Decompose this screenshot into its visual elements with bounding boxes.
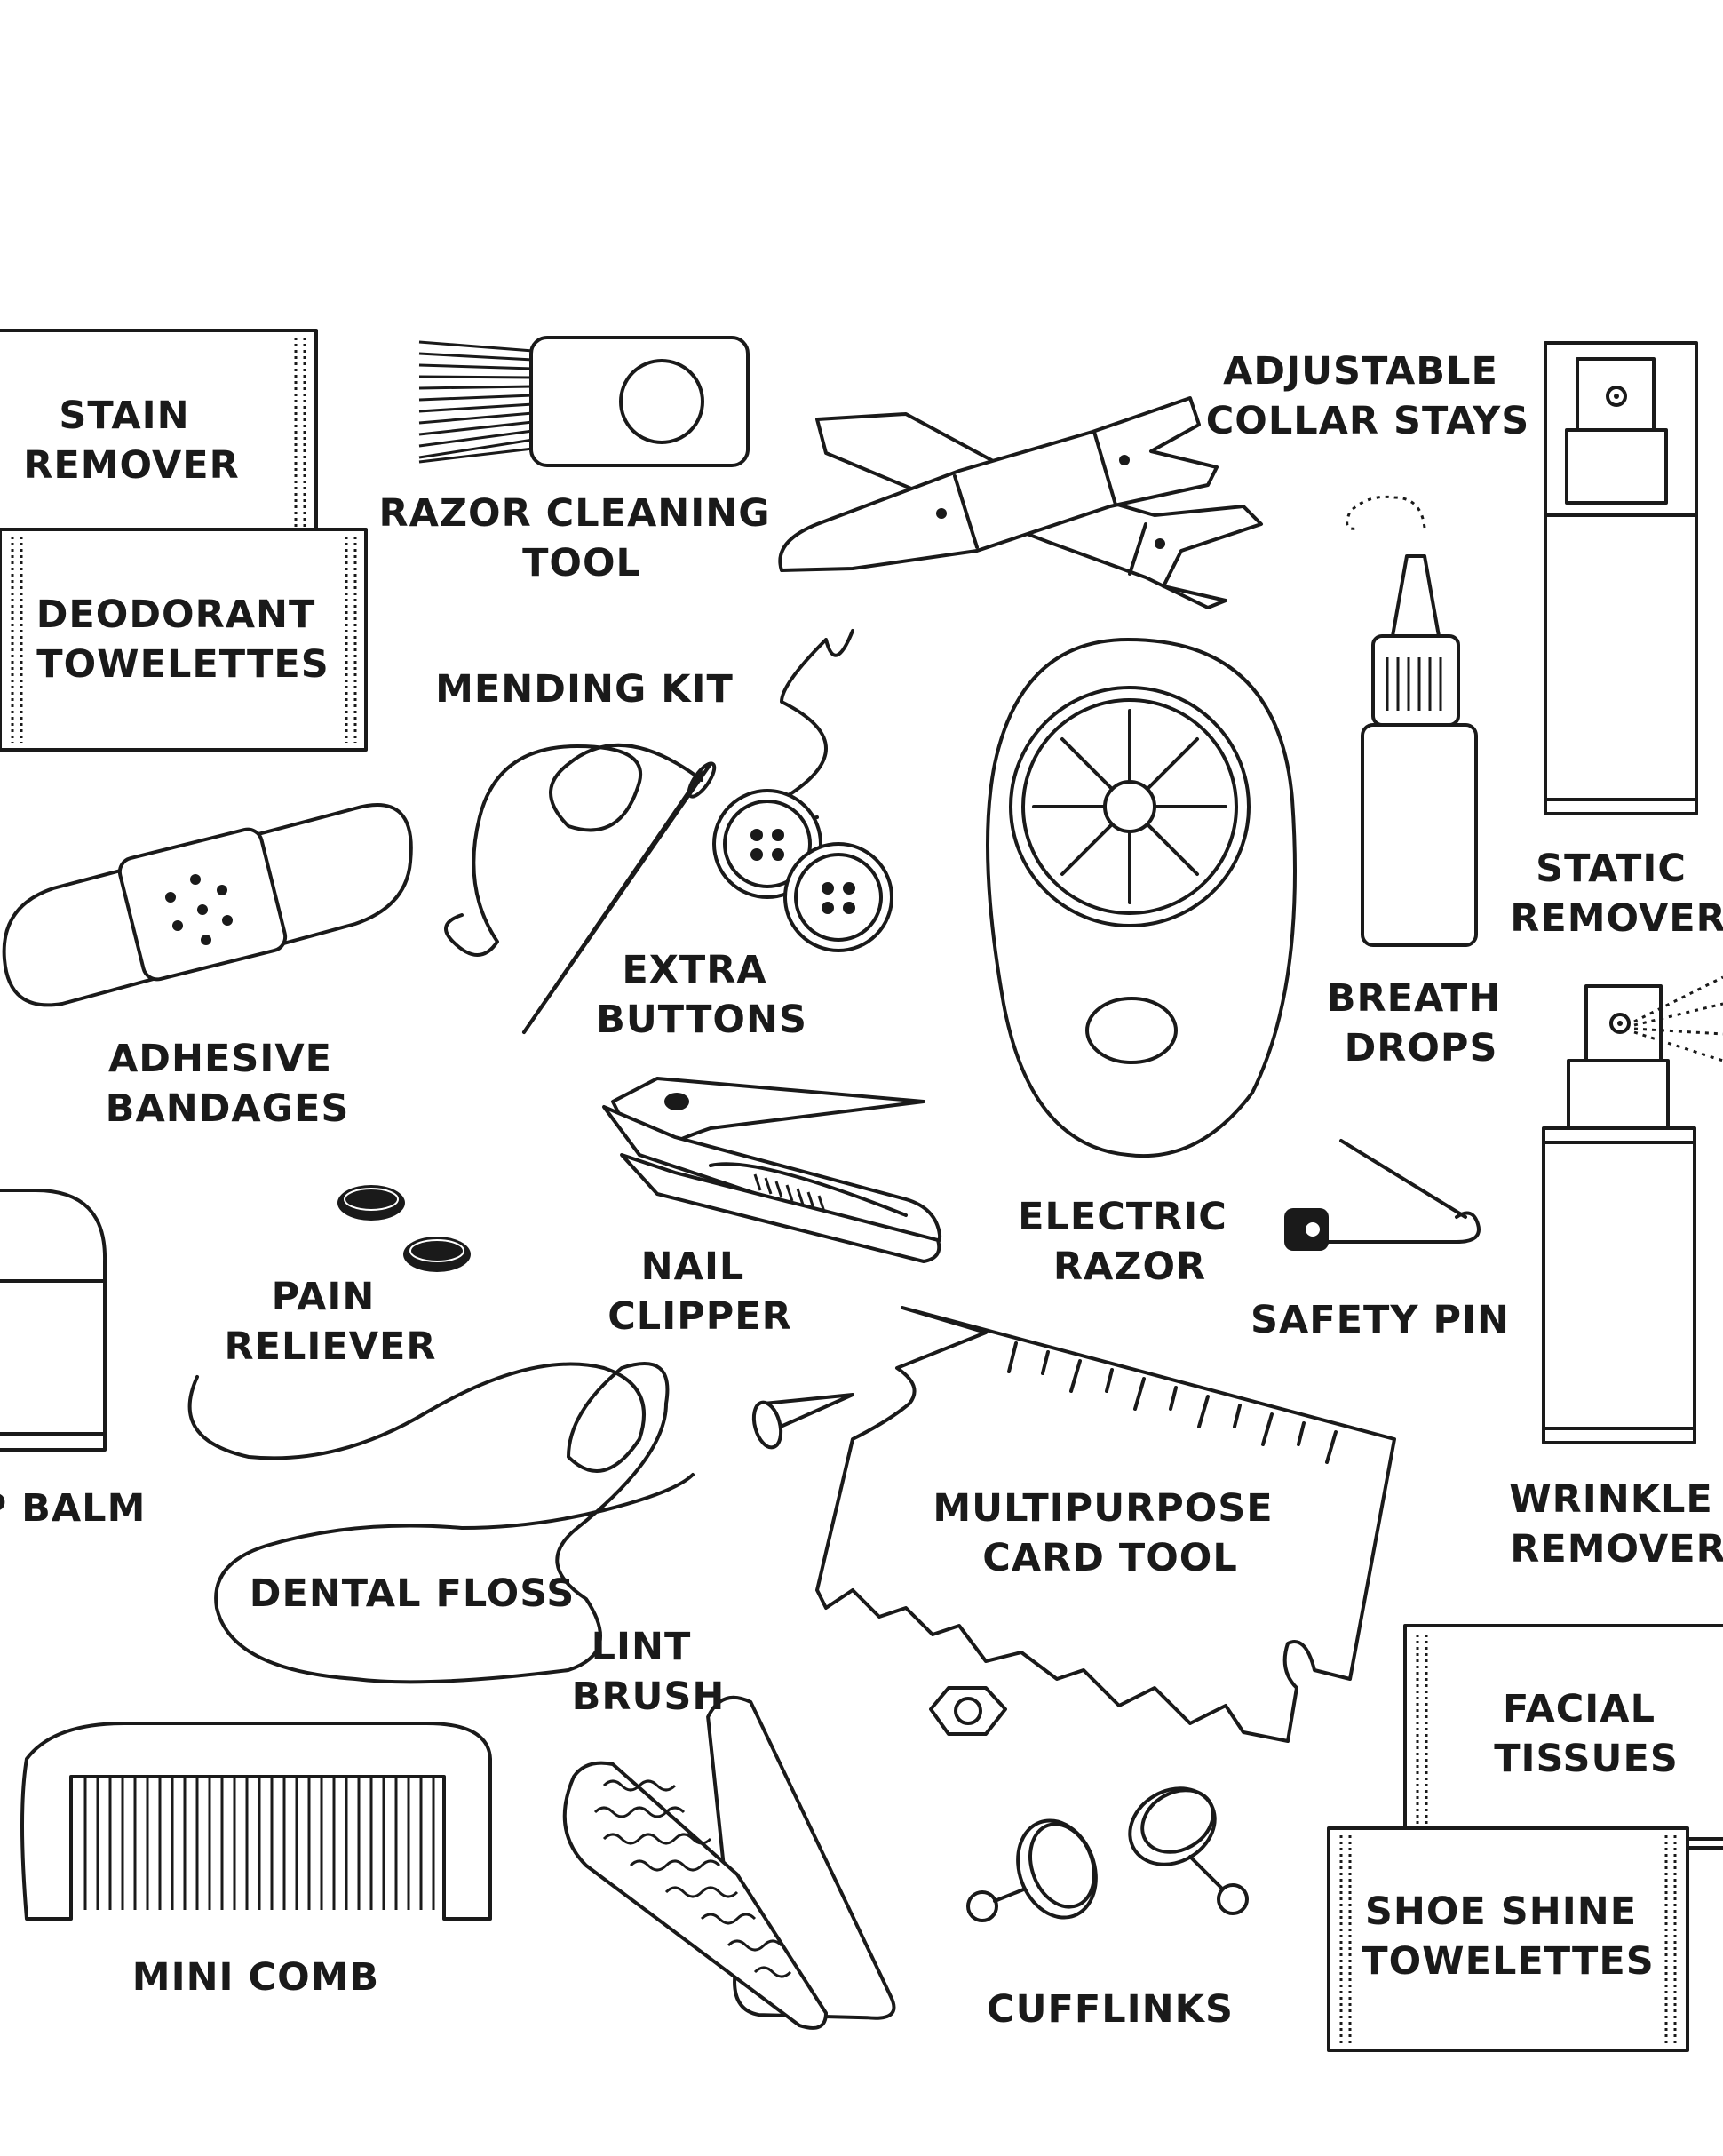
- breath-drops-label-line2: DROPS: [1345, 1026, 1498, 1070]
- breath-drops-label: BREATH DROPS: [1327, 976, 1516, 1070]
- buttons-icon: [712, 789, 893, 952]
- facial-tissues-label-line1: FACIAL: [1503, 1687, 1656, 1731]
- razor-cleaning-tool-label: RAZOR CLEANING TOOL: [378, 491, 784, 585]
- bandage-icon: [2, 803, 413, 1007]
- shoe-shine-towelettes-label-line1: SHOE SHINE: [1365, 1889, 1637, 1934]
- nail-clipper-icon: [602, 1077, 942, 1263]
- deodorant-towelettes-label-line1: DEODORANT: [36, 593, 316, 637]
- wrinkle-spray-bottle-icon: [1542, 975, 1723, 1444]
- razor-cleaning-tool-label-line1: RAZOR CLEANING: [378, 491, 770, 536]
- extra-buttons-label: EXTRA BUTTONS: [596, 948, 807, 1042]
- safety-pin-icon: [1284, 1139, 1481, 1251]
- lint-brush-label: LINT BRUSH: [572, 1625, 726, 1719]
- pain-reliever-label: PAIN RELIEVER: [224, 1275, 436, 1369]
- facial-tissues-label: FACIAL TISSUES: [1494, 1687, 1679, 1781]
- lip-balm-label: P BALM: [0, 1486, 146, 1531]
- stain-remover-label: STAIN REMOVER: [23, 394, 239, 488]
- deodorant-towelettes-label: DEODORANT TOWELETTES: [36, 593, 330, 687]
- wrinkle-remover-label: WRINKLE REMOVER: [1509, 1477, 1723, 1571]
- adhesive-bandages-label-line1: ADHESIVE: [108, 1037, 332, 1081]
- floss-icon: [187, 1362, 695, 1684]
- electric-razor-label: ELECTRIC RAZOR: [1018, 1195, 1242, 1289]
- multipurpose-card-tool-label: MULTIPURPOSE CARD TOOL: [933, 1486, 1287, 1580]
- multipurpose-card-tool-label-line1: MULTIPURPOSE: [933, 1486, 1273, 1531]
- wrinkle-remover-label-line1: WRINKLE: [1509, 1477, 1713, 1522]
- deodorant-towelettes-label-line2: TOWELETTES: [36, 642, 329, 687]
- lint-brush-label-line1: LINT: [592, 1625, 692, 1669]
- adjustable-collar-stays-label-line2: COLLAR STAYS: [1206, 399, 1530, 443]
- adhesive-bandages-label-line2: BANDAGES: [106, 1086, 350, 1131]
- collar-stays-icon: [778, 396, 1263, 609]
- stain-remover-label-line2: REMOVER: [23, 443, 239, 488]
- nail-clipper-label: NAIL CLIPPER: [607, 1245, 791, 1339]
- shoe-shine-towelettes-label-line2: TOWELETTES: [1362, 1939, 1654, 1984]
- mini-comb-label-line1: MINI COMB: [132, 1955, 379, 2000]
- nail-clipper-label-line2: CLIPPER: [607, 1294, 791, 1339]
- deodorant-towelettes-packet-icon: [0, 528, 368, 752]
- shoe-shine-towelettes-label: SHOE SHINE TOWELETTES: [1362, 1889, 1654, 1984]
- razor-cleaning-brush-icon: [418, 336, 750, 467]
- pain-reliever-label-line2: RELIEVER: [224, 1325, 436, 1369]
- extra-buttons-label-line1: EXTRA: [622, 948, 766, 992]
- mini-comb-label: MINI COMB: [132, 1955, 379, 2000]
- static-remover-label-line1: STATIC: [1536, 847, 1687, 891]
- pills-icon: [337, 1185, 471, 1272]
- stain-remover-label-line1: STAIN: [59, 394, 189, 438]
- breath-drops-label-line1: BREATH: [1327, 976, 1502, 1021]
- comb-icon: [20, 1722, 492, 1921]
- cufflinks-icon: [966, 1786, 1249, 1922]
- electric-razor-icon: [986, 638, 1297, 1158]
- mending-kit-label: MENDING KIT: [435, 667, 734, 712]
- lip-balm-icon: [0, 1189, 107, 1452]
- razor-cleaning-tool-label-line2: TOOL: [522, 541, 641, 585]
- adhesive-bandages-label: ADHESIVE BANDAGES: [106, 1037, 350, 1131]
- needle-thread-icon: [444, 629, 854, 1034]
- multitool-card-icon: [751, 1306, 1396, 1743]
- lip-balm-label-line1: P BALM: [0, 1486, 146, 1531]
- electric-razor-label-line1: ELECTRIC: [1018, 1195, 1227, 1239]
- dental-floss-label: DENTAL FLOSS: [250, 1571, 576, 1616]
- lint-brush-label-line2: BRUSH: [572, 1675, 726, 1719]
- mending-kit-label-line1: MENDING KIT: [435, 667, 734, 712]
- adjustable-collar-stays-label: ADJUSTABLE COLLAR STAYS: [1206, 349, 1530, 443]
- nail-clipper-label-line1: NAIL: [641, 1245, 745, 1289]
- electric-razor-label-line2: RAZOR: [1053, 1245, 1206, 1289]
- lint-brush-icon: [562, 1695, 896, 2030]
- static-spray-bottle-icon: [1544, 341, 1698, 815]
- cufflinks-label-line1: CUFFLINKS: [987, 1987, 1234, 2032]
- shoe-shine-packet-icon: [1327, 1826, 1723, 2052]
- safety-pin-label: SAFETY PIN: [1251, 1298, 1510, 1342]
- safety-pin-label-line1: SAFETY PIN: [1251, 1298, 1510, 1342]
- tissue-box-icon: [1403, 1624, 1723, 1841]
- dental-floss-label-line1: DENTAL FLOSS: [250, 1571, 576, 1616]
- adjustable-collar-stays-label-line1: ADJUSTABLE: [1223, 349, 1498, 394]
- static-remover-label-line2: REMOVER: [1510, 896, 1723, 941]
- wrinkle-remover-label-line2: REMOVER: [1510, 1527, 1723, 1571]
- cufflinks-label: CUFFLINKS: [987, 1987, 1234, 2032]
- static-remover-label: STATIC REMOVER: [1510, 847, 1723, 941]
- breath-drops-bottle-icon: [1346, 495, 1478, 947]
- extra-buttons-label-line2: BUTTONS: [596, 998, 807, 1042]
- facial-tissues-label-line2: TISSUES: [1494, 1737, 1679, 1781]
- multipurpose-card-tool-label-line2: CARD TOOL: [982, 1536, 1237, 1580]
- stain-remover-packet-icon: [0, 329, 318, 537]
- pain-reliever-label-line1: PAIN: [272, 1275, 376, 1319]
